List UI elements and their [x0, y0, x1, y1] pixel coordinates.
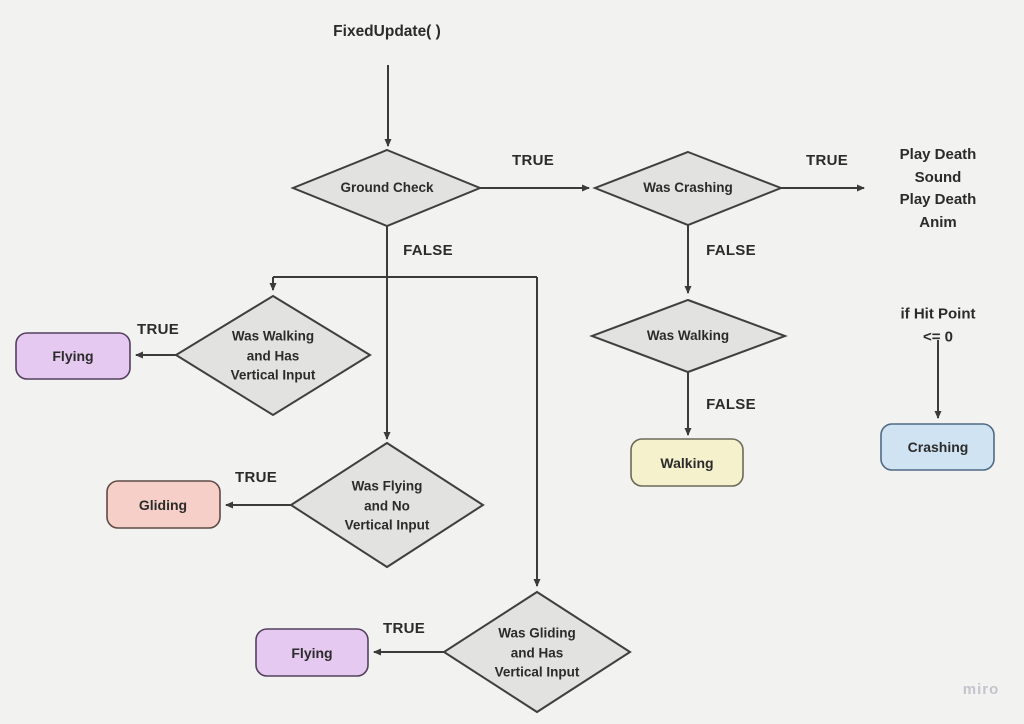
- state-gliding[interactable]: [106, 480, 221, 529]
- state-flying-top[interactable]: [15, 332, 131, 380]
- decision-was-crashing[interactable]: [592, 150, 784, 227]
- state-shapes: [15, 332, 995, 677]
- decision-was-flying-and-no-vertical-input[interactable]: [289, 441, 485, 569]
- decision-was-walking-and-has-vertical-input[interactable]: [174, 294, 372, 417]
- state-walking[interactable]: [630, 438, 744, 487]
- state-flying-bottom[interactable]: [255, 628, 369, 677]
- state-crashing[interactable]: [880, 423, 995, 471]
- decision-was-walking[interactable]: [589, 298, 788, 374]
- decision-ground-check[interactable]: [290, 148, 483, 228]
- connectors: [135, 65, 942, 656]
- decision-was-gliding-and-has-vertical-input[interactable]: [442, 590, 632, 714]
- decision-shapes: [174, 148, 788, 714]
